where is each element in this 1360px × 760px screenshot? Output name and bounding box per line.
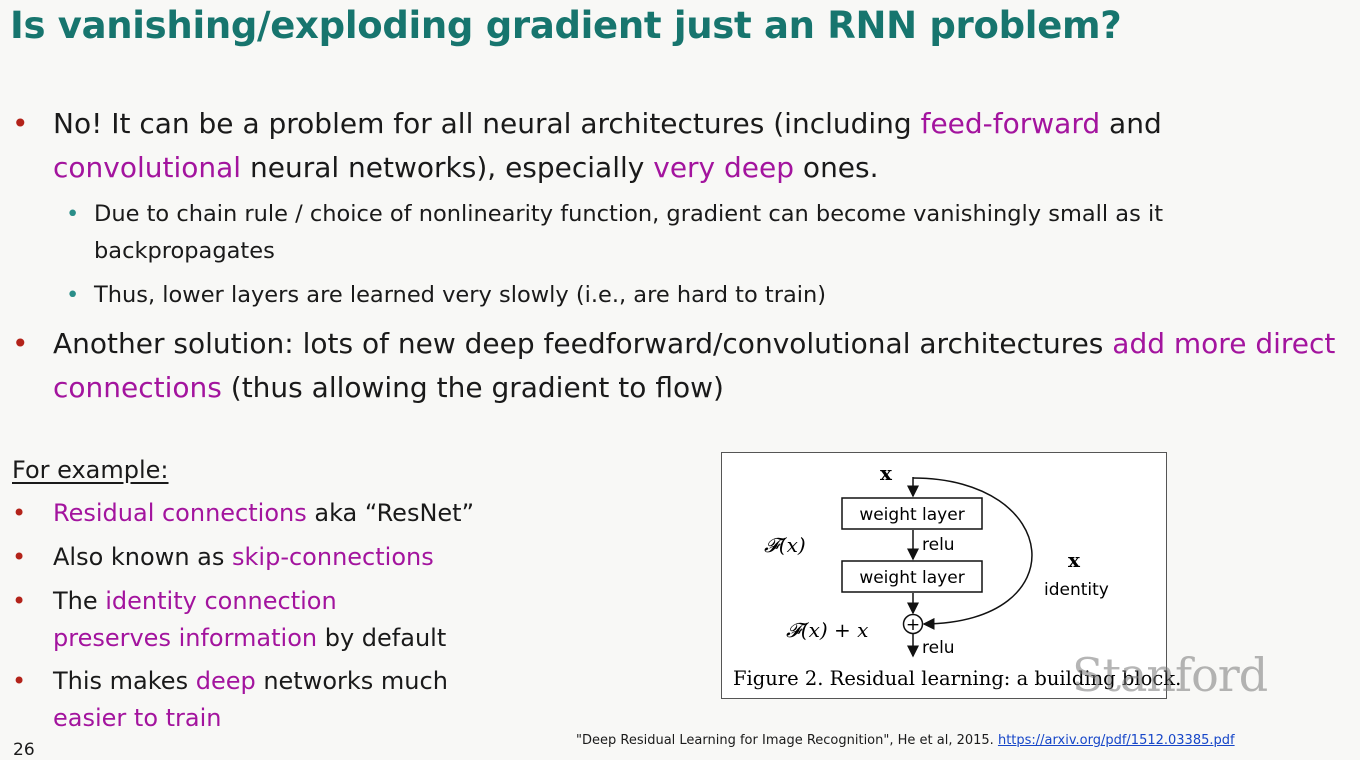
sub-bullet-1-text: Due to chain rule / choice of nonlineari… bbox=[94, 201, 1164, 264]
highlight-text: easier to train bbox=[53, 704, 222, 732]
highlight-text: deep bbox=[195, 667, 256, 695]
fx-label: 𝓕(x) bbox=[764, 533, 806, 557]
residual-block-figure: x weight layer relu weight layer + relu … bbox=[721, 452, 1181, 699]
plain-text: This makes bbox=[53, 667, 196, 695]
relu-1-label: relu bbox=[922, 535, 955, 555]
sum-label: 𝓕(x) + x bbox=[786, 618, 868, 642]
citation-link[interactable]: https://arxiv.org/pdf/1512.03385.pdf bbox=[997, 733, 1235, 748]
plain-text: No! It can be a problem for all neural a… bbox=[53, 107, 921, 140]
bullet-dot: • bbox=[12, 327, 29, 360]
highlight-text: add more direct connections bbox=[53, 327, 1336, 404]
plain-text: networks much bbox=[255, 667, 448, 695]
plain-text: neural networks), especially bbox=[241, 151, 654, 184]
page-number: 26 bbox=[13, 740, 35, 760]
slide-title: Is vanishing/exploding gradient just an … bbox=[10, 4, 1122, 47]
plain-text: Also known as bbox=[53, 543, 233, 571]
highlight-text: skip-connections bbox=[232, 543, 434, 571]
weight-layer-2-box bbox=[841, 560, 983, 593]
plain-text: The bbox=[53, 587, 106, 615]
plain-text: ones. bbox=[794, 151, 879, 184]
example-4-text: This makes deep networks much easier to t… bbox=[53, 663, 653, 737]
bullet-dot: • bbox=[12, 667, 27, 695]
bullet-2-text: Another solution: lots of new deep feedf… bbox=[53, 322, 1353, 410]
example-2-text: Also known as skip-connections bbox=[53, 539, 653, 576]
sub-bullet-dot: • bbox=[66, 282, 80, 308]
plain-text: (thus allowing the gradient to flow) bbox=[221, 371, 724, 404]
skip-x-label: x bbox=[1068, 548, 1081, 572]
residual-block-diagram: x weight layer relu weight layer + relu … bbox=[733, 461, 1181, 690]
bullet-dot: • bbox=[12, 587, 27, 615]
plain-text: Another solution: lots of new deep feedf… bbox=[53, 327, 1113, 360]
stanford-watermark: Stanford bbox=[1072, 648, 1268, 702]
highlight-text: convolutional bbox=[53, 151, 242, 184]
plus-icon: + bbox=[906, 615, 920, 635]
bullet-dot: • bbox=[12, 543, 27, 571]
example-3-text: The identity connection preserves informa… bbox=[53, 583, 653, 657]
bullet-dot: • bbox=[12, 107, 29, 140]
identity-label: identity bbox=[1044, 580, 1109, 600]
plain-text: and bbox=[1100, 107, 1162, 140]
highlight-text: very deep bbox=[653, 151, 795, 184]
sub-bullet-dot: • bbox=[66, 201, 80, 227]
weight-layer-1-box bbox=[841, 497, 983, 530]
sub-bullet-2-text: Thus, lower layers are learned very slow… bbox=[94, 282, 827, 308]
plain-text: aka “ResNet” bbox=[306, 499, 475, 527]
highlight-text: feed-forward bbox=[920, 107, 1101, 140]
weight-layer-1-label: weight layer bbox=[859, 505, 964, 525]
citation-text: "Deep Residual Learning for Image Recogn… bbox=[576, 733, 998, 748]
bullet-dot: • bbox=[12, 499, 27, 527]
input-x-label: x bbox=[880, 461, 893, 485]
relu-2-label: relu bbox=[922, 638, 955, 658]
highlight-text: Residual connections bbox=[53, 499, 307, 527]
sum-node bbox=[902, 613, 924, 635]
weight-layer-2-label: weight layer bbox=[859, 568, 964, 588]
highlight-text: preserves information bbox=[53, 624, 318, 652]
highlight-text: identity connection bbox=[105, 587, 337, 615]
figure-caption: Figure 2. Residual learning: a building … bbox=[733, 667, 1181, 690]
example-heading: For example: bbox=[12, 456, 169, 484]
example-1-text: Residual connections aka “ResNet” bbox=[53, 495, 653, 532]
plain-text: by default bbox=[317, 624, 447, 652]
bullet-1-text: No! It can be a problem for all neural a… bbox=[53, 102, 1353, 190]
identity-skip-arrow bbox=[912, 477, 1033, 630]
citation: "Deep Residual Learning for Image Recogn… bbox=[576, 733, 1235, 748]
